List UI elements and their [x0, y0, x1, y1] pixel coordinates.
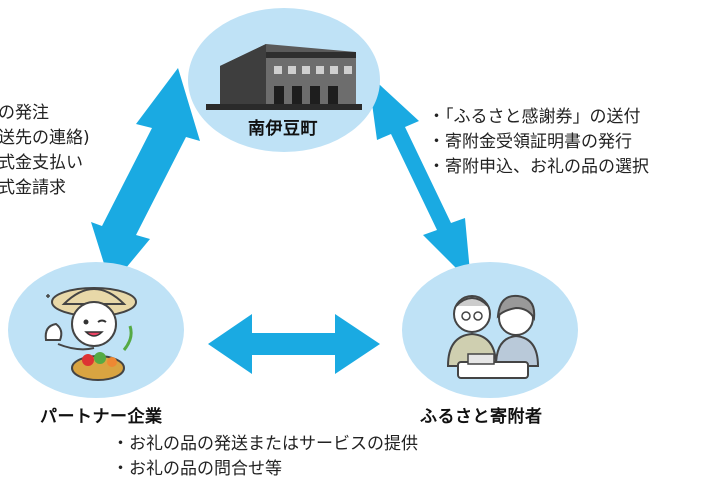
town-donor-double-arrow — [368, 74, 471, 283]
town-partner-notes: の発注 送先の連絡) 式金支払い 式金請求 — [0, 101, 90, 201]
note-item: の発注 — [0, 103, 49, 123]
partner-label: パートナー企業 — [40, 407, 163, 427]
note-item: ・お礼の品の問合せ等 — [112, 459, 282, 479]
donor-label: ふるさと寄附者 — [420, 407, 543, 427]
note-item: 送先の連絡) — [0, 128, 90, 148]
note-item: ・「ふるさと感謝券」の送付 — [428, 107, 641, 127]
town-partner-double-arrow — [91, 68, 200, 286]
town-donor-notes: ・「ふるさと感謝券」の送付 ・寄附金受領証明書の発行 ・寄附申込、お礼の品の選択 — [428, 105, 649, 180]
town-label: 南伊豆町 — [248, 119, 318, 139]
note-item: 式金請求 — [0, 178, 66, 198]
partner-donor-notes: ・お礼の品の発送またはサービスの提供 ・お礼の品の問合せ等 — [112, 432, 418, 482]
note-item: ・お礼の品の発送またはサービスの提供 — [112, 434, 418, 454]
note-item: ・寄附申込、お礼の品の選択 — [428, 157, 649, 177]
note-item: 式金支払い — [0, 153, 83, 173]
farmer-girl-with-vegetables-icon — [34, 280, 154, 390]
partner-donor-double-arrow — [208, 314, 380, 374]
note-item: ・寄附金受領証明書の発行 — [428, 132, 632, 152]
elderly-couple-icon — [428, 284, 556, 390]
town-hall-building-icon — [206, 34, 362, 112]
